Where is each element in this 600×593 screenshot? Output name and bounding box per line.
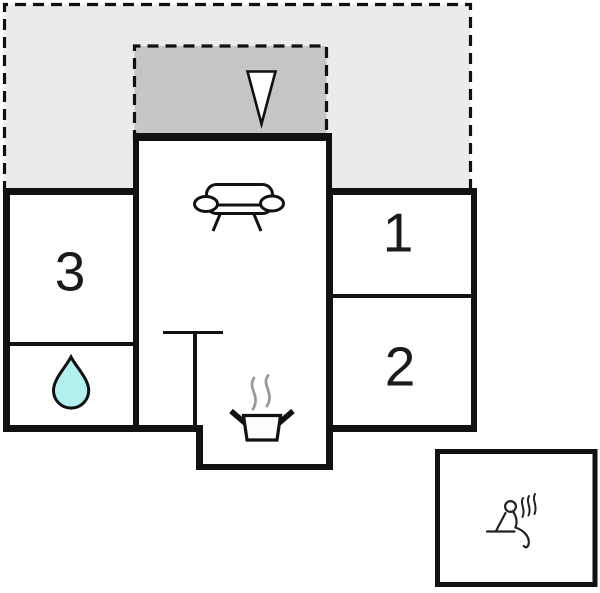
house-walls <box>3 133 477 470</box>
room-2-label: 2 <box>384 335 416 398</box>
entrance-arrow-icon <box>245 70 278 130</box>
sofa-leg-right <box>251 211 263 232</box>
steam-icon <box>250 374 271 411</box>
sofa-armrest-right <box>259 194 285 213</box>
rooms-1-2-floor <box>333 195 471 425</box>
sauna-person-head <box>504 500 518 514</box>
sauna-steam-2 <box>526 495 531 517</box>
sauna-steam-3 <box>532 493 537 515</box>
sauna-person-arm <box>495 511 507 532</box>
sauna-icon <box>485 493 537 549</box>
kitchen-partition-wall <box>193 331 197 425</box>
porch-area <box>132 44 329 141</box>
water-drop-shape <box>51 353 91 410</box>
pot-body <box>241 413 283 442</box>
steam-line-1 <box>250 376 257 411</box>
sofa-icon <box>193 183 285 232</box>
stove-pot-icon <box>229 408 295 442</box>
room-1-2-divider-wall <box>333 294 471 298</box>
sauna-steam-1 <box>520 497 525 518</box>
water-drop-icon <box>51 353 91 410</box>
entrance-porch <box>132 44 329 141</box>
room-3-label: 3 <box>54 240 86 303</box>
bathroom-divider-wall <box>10 342 133 346</box>
sofa-leg-left <box>211 211 223 232</box>
sauna-person-body <box>511 510 530 549</box>
sofa-armrest-left <box>193 195 219 213</box>
sauna-cabin <box>435 449 598 587</box>
steam-line-2 <box>264 374 271 408</box>
pot-handle-left <box>229 408 247 426</box>
room-1-label: 1 <box>382 201 414 264</box>
pot-handle-right <box>277 408 295 426</box>
